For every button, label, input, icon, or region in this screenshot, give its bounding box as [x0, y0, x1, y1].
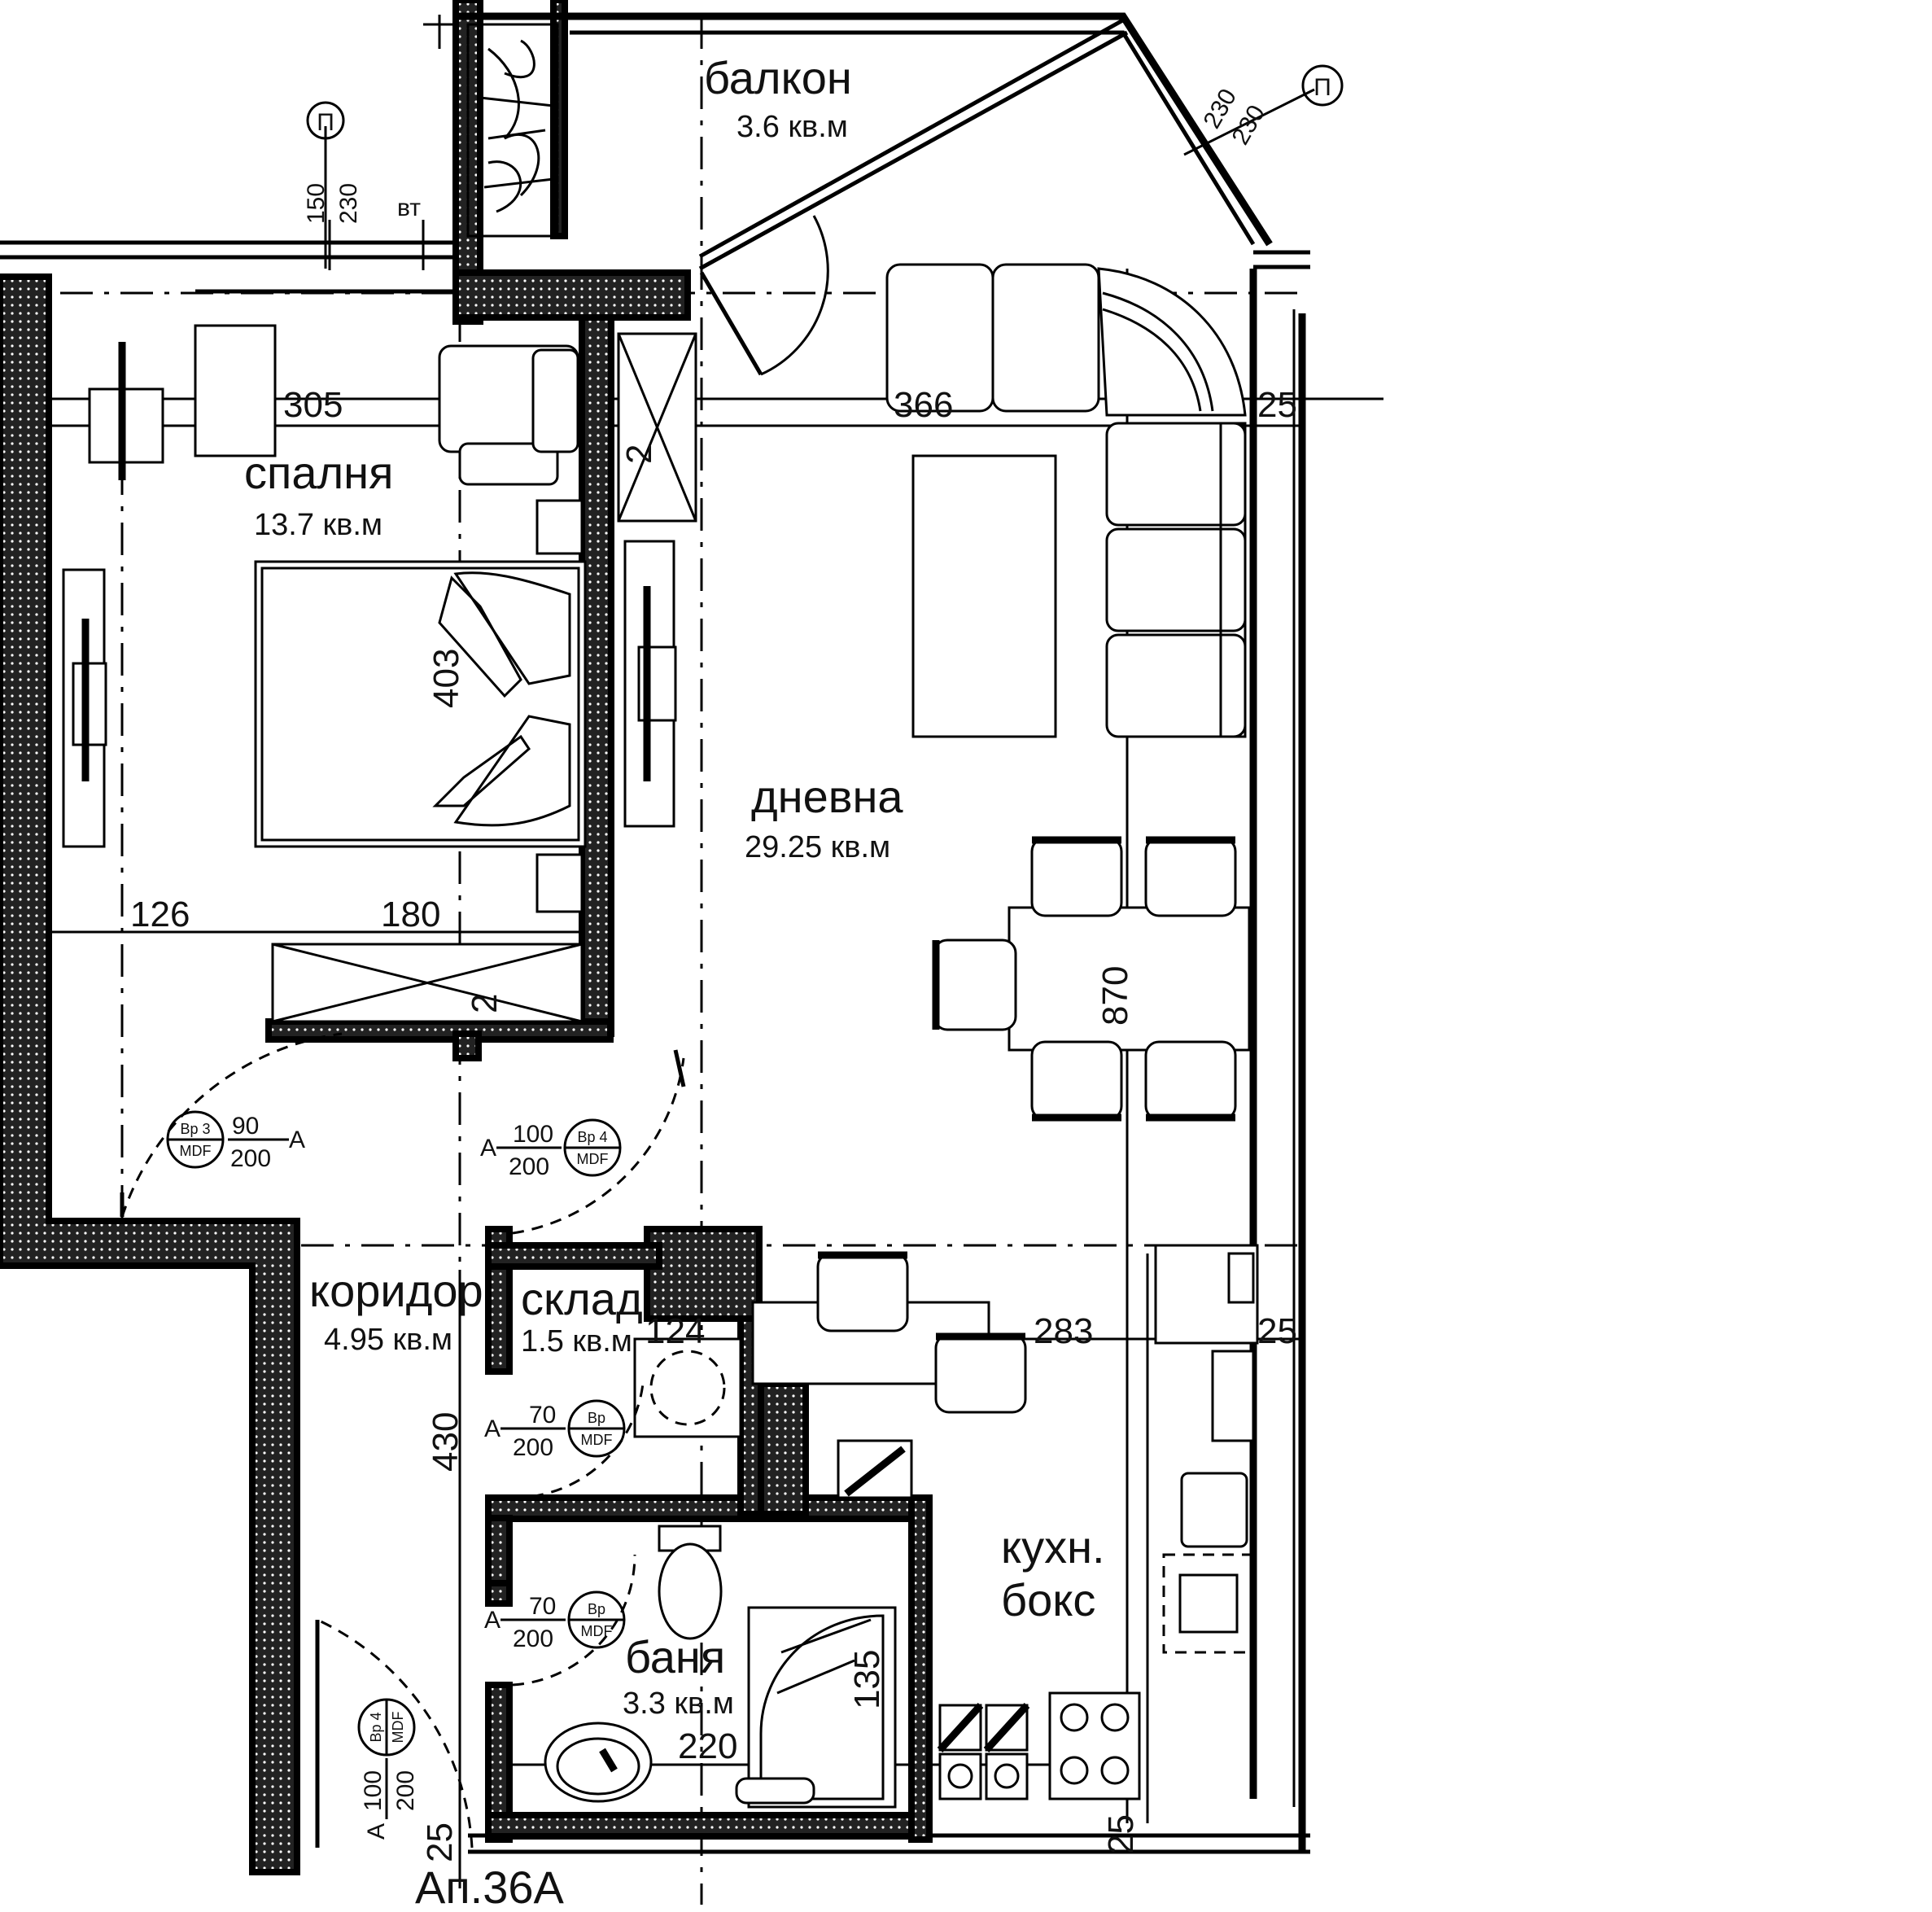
room-area-balcony: 3.6 кв.м [737, 110, 848, 144]
dimension-135: 135 [847, 1650, 887, 1709]
door-code: Вр [588, 1410, 605, 1426]
dimension-124: 124 [645, 1311, 705, 1351]
dimension-2-top: 2 [619, 444, 659, 464]
door-material: MDF [581, 1623, 613, 1639]
dimension-366: 366 [894, 385, 953, 425]
dining-chair [1144, 1040, 1237, 1122]
dimension-180: 180 [381, 895, 440, 934]
door-swings [120, 1032, 686, 1849]
door-mark: А [484, 1607, 500, 1634]
storage-fixture [633, 1337, 742, 1438]
door-tag: А 100 200 Вр 4 MDF [357, 1698, 419, 1840]
dimension-labels: 305 366 25 403 126 180 870 124 283 25 43… [130, 385, 1297, 1862]
dimension-430: 430 [426, 1412, 466, 1472]
door-width: 70 [529, 1593, 556, 1620]
dimension-2-wardrobe: 2 [465, 994, 505, 1013]
bar-stool [934, 1332, 1027, 1414]
dimension-870: 870 [1095, 966, 1135, 1026]
dining-chair [1030, 1040, 1123, 1122]
door-tags: Вр 3 MDF 90 200 А А 100 200 Вр 4 MDF А 7… [166, 1110, 626, 1840]
window-markers: П 150 230 вт П 230 230 [303, 64, 1344, 269]
dimension-283: 283 [1034, 1311, 1093, 1351]
room-name-balcony: балкон [704, 52, 852, 103]
door-code: Вр 4 [368, 1712, 384, 1742]
door-mark: А [289, 1127, 305, 1153]
balcony [423, 12, 1273, 271]
dimension-25-mid: 25 [1257, 1311, 1297, 1351]
walls [0, 0, 933, 1875]
dimension-126: 126 [130, 895, 190, 934]
room-name-living: дневна [751, 771, 903, 822]
room-area-bedroom: 13.7 кв.м [254, 508, 382, 542]
dining-chair [932, 938, 1017, 1031]
room-area-storage: 1.5 кв.м [521, 1324, 632, 1359]
dimension-403: 403 [426, 649, 466, 708]
window-dim-left-lower: 230 [335, 183, 362, 224]
room-area-corridor: 4.95 кв.м [324, 1323, 452, 1357]
room-name-kitchen-line1: кухн. [1001, 1521, 1105, 1573]
door-material: MDF [577, 1151, 609, 1167]
window-dim-left-upper: 150 [303, 183, 330, 224]
door-tag: А 70 200 Вр MDF [484, 1399, 626, 1461]
door-width: 70 [529, 1402, 556, 1429]
door-height: 200 [509, 1153, 549, 1180]
room-name-bathroom: баня [625, 1631, 725, 1682]
door-mark: А [363, 1823, 390, 1840]
dining-chair [1030, 836, 1123, 917]
dimension-25-bottom-mid: 25 [1101, 1814, 1141, 1854]
dimension-25-top: 25 [1257, 385, 1297, 425]
door-mark: А [484, 1415, 500, 1442]
bathroom-fixtures [544, 1525, 897, 1809]
bar-stool [816, 1251, 909, 1332]
room-labels: балкон 3.6 кв.м спалня 13.7 кв.м дневна … [244, 52, 1105, 1721]
door-code: Вр 3 [180, 1121, 210, 1137]
door-height: 200 [513, 1625, 553, 1652]
room-area-living: 29.25 кв.м [745, 830, 890, 864]
door-width: 90 [232, 1113, 259, 1140]
room-name-bedroom: спалня [244, 447, 393, 498]
door-width: 100 [360, 1770, 387, 1811]
door-code: Вр 4 [577, 1129, 607, 1145]
toilet-icon [658, 1525, 723, 1640]
window-symbol-left: П [317, 109, 334, 136]
door-tag: А 70 200 Вр MDF [484, 1590, 626, 1652]
dimension-305: 305 [283, 385, 343, 425]
sink-icon [544, 1722, 653, 1803]
plant-icon [479, 39, 554, 213]
door-material: MDF [390, 1712, 406, 1744]
door-height: 200 [392, 1770, 419, 1811]
door-tag: Вр 3 MDF 90 200 А [166, 1110, 305, 1172]
door-height: 200 [230, 1145, 271, 1172]
room-area-bathroom: 3.3 кв.м [623, 1687, 734, 1721]
room-name-corridor: коридор [309, 1265, 483, 1316]
kitchen [751, 1244, 1259, 1800]
dimension-220: 220 [678, 1726, 737, 1766]
room-name-storage: склад [521, 1273, 643, 1324]
room-name-kitchen-line2: бокс [1001, 1574, 1095, 1625]
living-furniture [885, 263, 1251, 1122]
door-tag: А 100 200 Вр 4 MDF [480, 1118, 622, 1180]
window-symbol-right: П [1313, 74, 1331, 101]
door-mark: А [480, 1135, 496, 1162]
door-code: Вр [588, 1601, 605, 1617]
balcony-door [699, 215, 829, 376]
door-width: 100 [513, 1121, 553, 1148]
bedroom-furniture [62, 324, 697, 1023]
door-height: 200 [513, 1434, 553, 1461]
apartment-label: Ап.36А [415, 1862, 565, 1912]
dining-chair [1144, 836, 1237, 917]
dimension-25-bottom-left: 25 [420, 1822, 460, 1862]
window-note-left: вт [397, 195, 421, 221]
door-material: MDF [581, 1432, 613, 1448]
door-material: MDF [180, 1143, 212, 1159]
